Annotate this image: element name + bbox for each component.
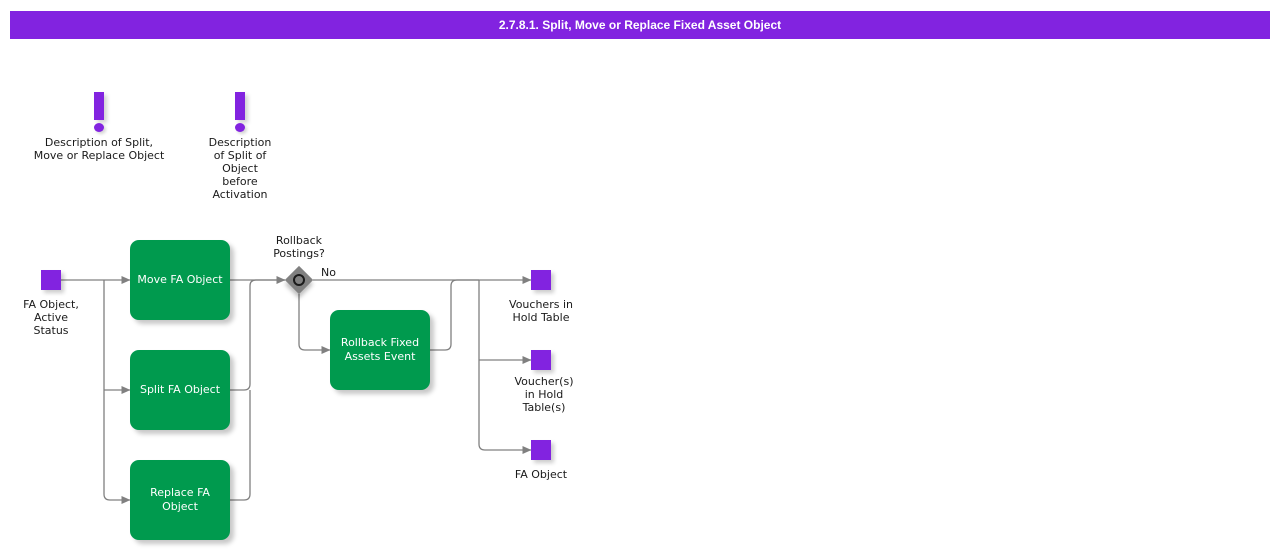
end-event-label: FA Object bbox=[514, 468, 568, 481]
exclamation-dot-icon bbox=[94, 123, 104, 132]
flow-rollback-to-trunk bbox=[430, 279, 479, 351]
task-label: Replace FA Object bbox=[150, 486, 210, 513]
end-event-label: Vouchers in Hold Table bbox=[509, 298, 573, 324]
end-event-label: Voucher(s) in Hold Table(s) bbox=[514, 375, 574, 414]
end-event-vouchers-in-hold-tables[interactable] bbox=[531, 350, 551, 370]
task-label: Move FA Object bbox=[137, 273, 223, 286]
exclamation-icon bbox=[94, 92, 104, 120]
start-event-fa-object-active-status[interactable] bbox=[41, 270, 61, 290]
gateway-label: Rollback Postings? bbox=[273, 234, 325, 260]
flow-replace-to-riser bbox=[230, 390, 251, 501]
annotation-label: Description of Split of Object before Ac… bbox=[208, 136, 272, 201]
end-event-fa-object[interactable] bbox=[531, 440, 551, 460]
exclamation-icon bbox=[235, 92, 245, 120]
end-event-vouchers-in-hold-table[interactable] bbox=[531, 270, 551, 290]
flow-branch-vertical bbox=[103, 280, 131, 504]
task-label: Split FA Object bbox=[139, 383, 221, 396]
task-label: Rollback Fixed Assets Event bbox=[340, 336, 420, 363]
page-title: 2.7.8.1. Split, Move or Replace Fixed As… bbox=[498, 18, 782, 32]
flow-split-to-riser bbox=[230, 279, 285, 391]
flow-label-no: No bbox=[321, 266, 336, 279]
gateway-rollback-postings[interactable] bbox=[284, 265, 314, 295]
task-rollback-fixed-assets-event[interactable]: Rollback Fixed Assets Event bbox=[330, 310, 430, 390]
flow-gateway-to-rollback bbox=[298, 294, 331, 354]
task-move-fa-object[interactable]: Move FA Object bbox=[130, 240, 230, 320]
gateway-event-circle-icon bbox=[293, 274, 305, 286]
task-split-fa-object[interactable]: Split FA Object bbox=[130, 350, 230, 430]
task-replace-fa-object[interactable]: Replace FA Object bbox=[130, 460, 230, 540]
start-event-label: FA Object, Active Status bbox=[23, 298, 79, 337]
page-title-bar: 2.7.8.1. Split, Move or Replace Fixed As… bbox=[10, 11, 1270, 39]
annotation-label: Description of Split, Move or Replace Ob… bbox=[33, 136, 165, 162]
exclamation-dot-icon bbox=[235, 123, 245, 132]
